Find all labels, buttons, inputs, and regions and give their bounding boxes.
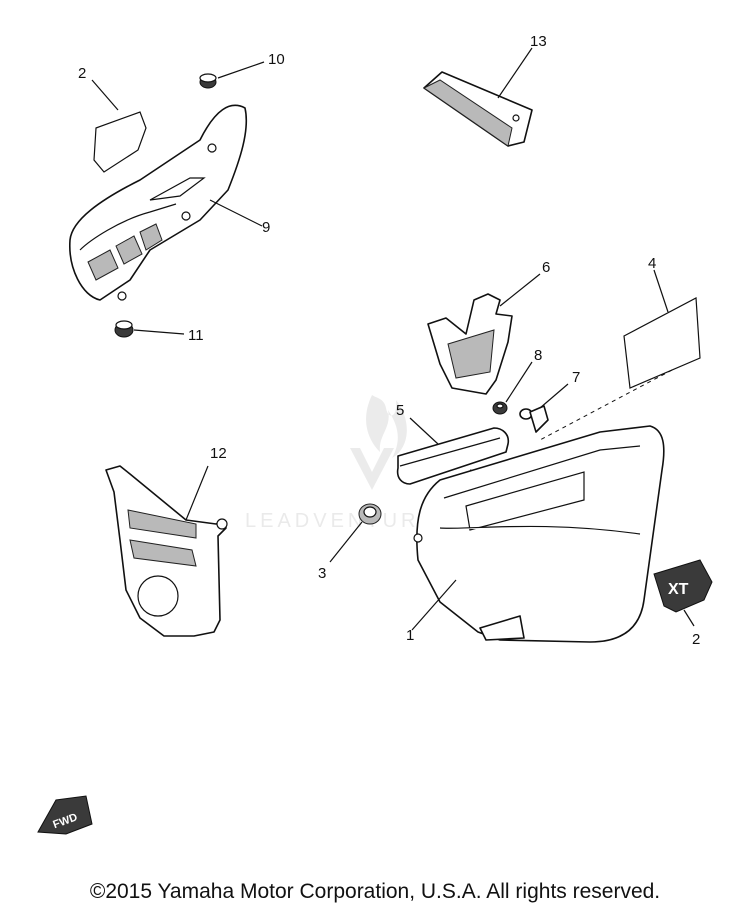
callout-4: 4 [648, 255, 656, 272]
callout-12: 12 [210, 445, 227, 462]
callout-2-upper: 2 [78, 65, 86, 82]
part-12-lower-cover [105, 465, 228, 637]
emblem-text: XT [668, 581, 689, 598]
watermark-text: LEADVENTURE [245, 510, 437, 532]
part-8-washer [492, 361, 533, 415]
callout-5: 5 [396, 402, 404, 419]
copyright-notice: ©2015 Yamaha Motor Corporation, U.S.A. A… [89, 880, 661, 903]
callout-6: 6 [542, 259, 550, 276]
part-6-bracket [427, 273, 541, 395]
part-11-grommet [114, 320, 185, 338]
part-9-cover [69, 104, 263, 301]
fwd-indicator: FWD [37, 795, 93, 835]
part-2-decal-upper [91, 79, 147, 173]
callout-11: 11 [188, 327, 204, 344]
part-4-sheet [539, 269, 701, 441]
callout-8: 8 [534, 347, 542, 364]
callout-10: 10 [268, 51, 285, 68]
part-1-side-cover [411, 425, 665, 643]
callout-2-lower: 2 [692, 631, 700, 648]
callout-9: 9 [262, 219, 270, 236]
part-7-bolt [519, 383, 569, 433]
leadventure-watermark: LEADVENTURE [245, 395, 437, 532]
part-13-pad [423, 47, 533, 147]
callout-7: 7 [572, 369, 580, 386]
callout-1: 1 [406, 627, 414, 644]
part-3-grommet [329, 503, 382, 563]
part-10-grommet [199, 61, 265, 89]
callout-3: 3 [318, 565, 326, 582]
part-2-emblem: XT [653, 559, 713, 627]
callout-13: 13 [530, 33, 547, 50]
